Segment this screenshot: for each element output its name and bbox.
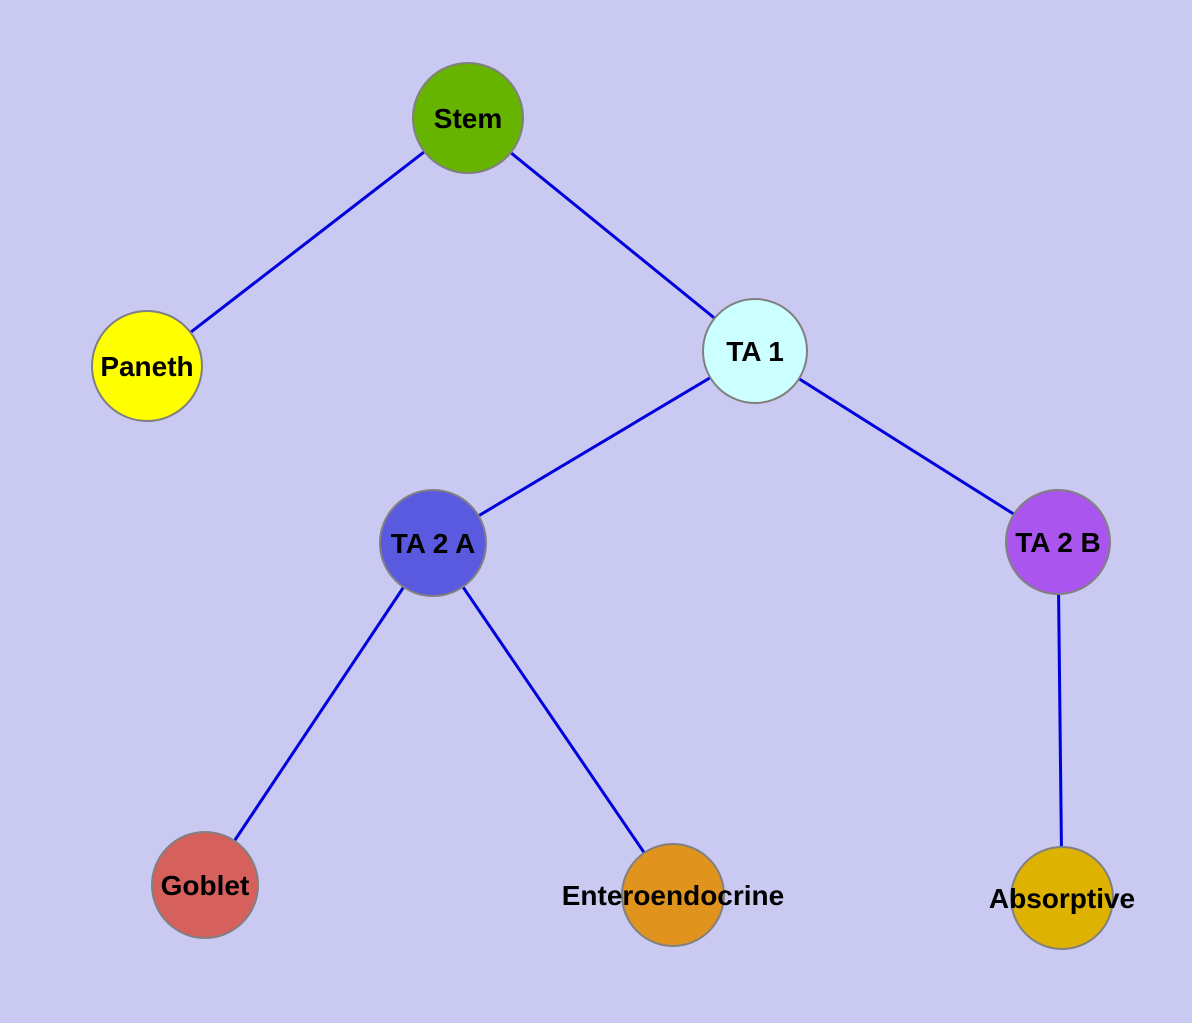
edge-ta2b-absorptive bbox=[1056, 541, 1064, 899]
node-paneth[interactable]: Paneth bbox=[91, 310, 203, 422]
edge-layer bbox=[146, 116, 1064, 899]
paneth-circle[interactable] bbox=[91, 310, 203, 422]
absorptive-circle[interactable] bbox=[1010, 846, 1114, 950]
enteroendocrine-circle[interactable] bbox=[621, 843, 725, 947]
ta2a-circle[interactable] bbox=[379, 489, 487, 597]
edge-ta2a-enteroendocrine bbox=[431, 542, 675, 896]
node-goblet[interactable]: Goblet bbox=[151, 831, 259, 939]
node-ta2a[interactable]: TA 2 A bbox=[379, 489, 487, 597]
edge-ta1-ta2b bbox=[754, 349, 1059, 544]
edge-ta1-ta2a bbox=[432, 349, 756, 545]
edge-ta2a-goblet bbox=[203, 542, 435, 886]
edge-stem-ta1 bbox=[467, 116, 756, 353]
node-absorptive[interactable]: Absorptive bbox=[989, 846, 1135, 950]
edge-stem-paneth bbox=[146, 116, 469, 368]
stem-circle[interactable] bbox=[412, 62, 524, 174]
ta2b-circle[interactable] bbox=[1005, 489, 1111, 595]
node-ta1[interactable]: TA 1 bbox=[702, 298, 808, 404]
node-enteroendocrine[interactable]: Enteroendocrine bbox=[562, 843, 784, 947]
goblet-circle[interactable] bbox=[151, 831, 259, 939]
ta1-circle[interactable] bbox=[702, 298, 808, 404]
node-stem[interactable]: Stem bbox=[412, 62, 524, 174]
node-ta2b[interactable]: TA 2 B bbox=[1005, 489, 1111, 595]
